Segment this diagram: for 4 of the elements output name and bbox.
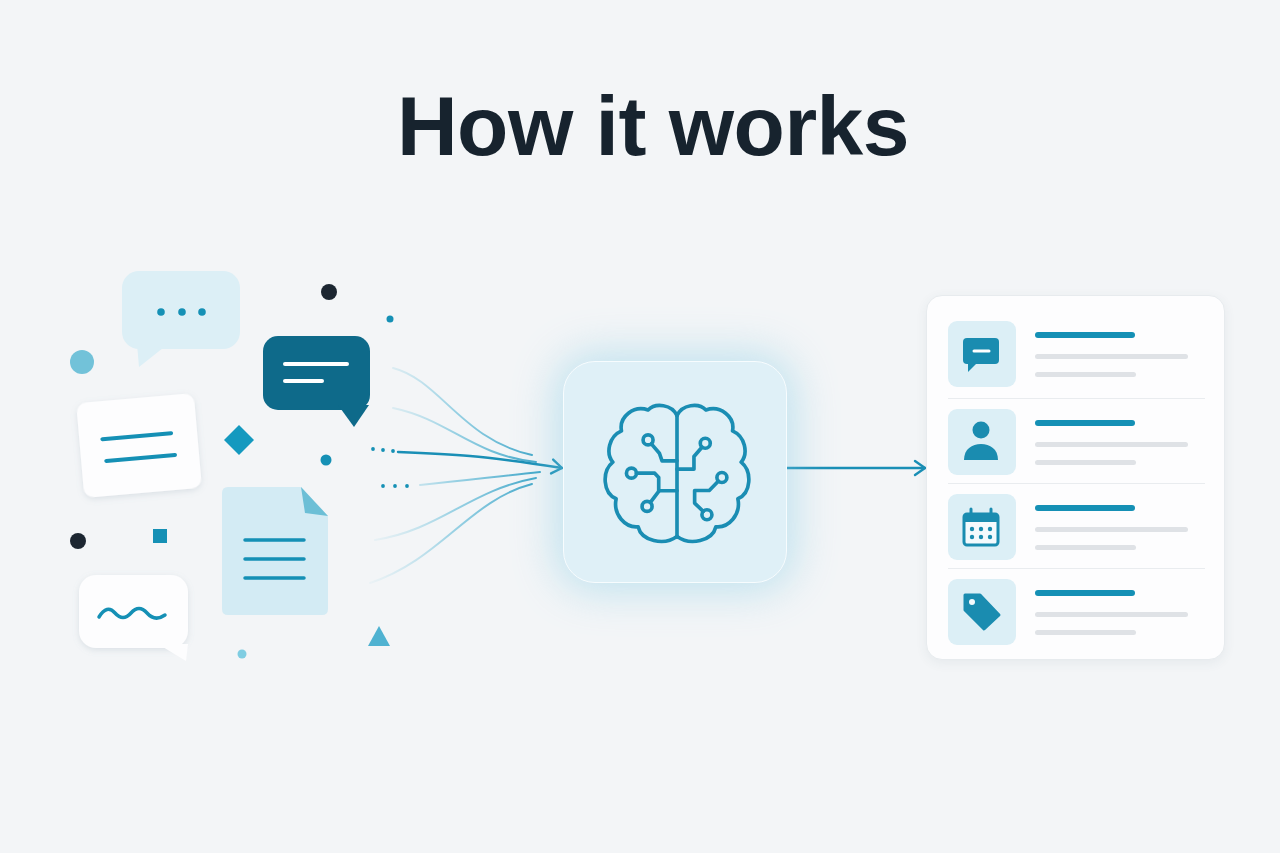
processing-box <box>563 361 787 583</box>
title: How it works <box>396 84 910 168</box>
arrow <box>785 459 927 477</box>
results-card <box>926 295 1225 660</box>
